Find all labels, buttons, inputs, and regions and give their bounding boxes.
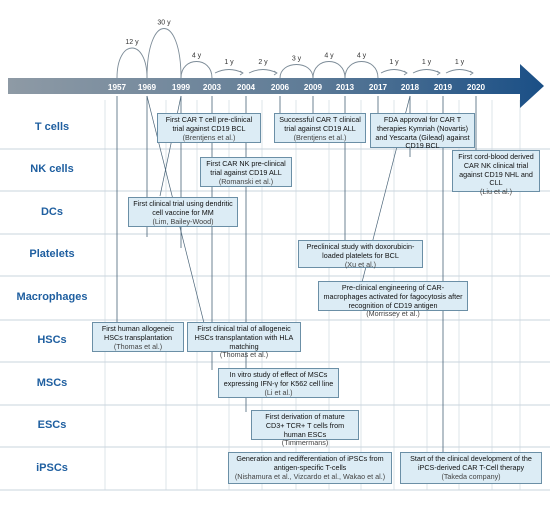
milestone-box: First human allogeneic HSCs transplantat… [92, 322, 184, 352]
milestone-text: First derivation of mature CD3+ TCR+ T c… [265, 412, 345, 439]
milestone-citation: (Liu et al.) [480, 187, 512, 197]
milestone-box: Pre-clinical engineering of CAR-macropha… [318, 281, 468, 318]
interval-label: 2 y [258, 59, 268, 66]
year-label: 2004 [237, 83, 256, 92]
milestone-box: In vitro study of effect of MSCs express… [218, 368, 339, 398]
interval-arc [146, 28, 182, 79]
milestone-citation: (Thomas et al.) [113, 341, 163, 351]
milestone-citation: (Thomas et al.) [219, 350, 269, 360]
interval-label: 4 y [357, 53, 367, 60]
milestone-citation: (Nishamura et al., Vizcardo et al., Waka… [234, 471, 386, 481]
milestone-text: First CAR NK pre-clinical trial against … [206, 159, 286, 177]
interval-arc [248, 69, 278, 74]
row-label: iPSCs [36, 461, 68, 474]
milestone-citation: (Xu et al.) [344, 259, 377, 269]
interval-arrowhead [239, 70, 244, 76]
row-label: T cells [34, 120, 70, 133]
milestone-box: First clinical trial using dendritic cel… [128, 197, 238, 227]
year-label: 2017 [369, 83, 388, 92]
milestone-box: First clinical trial of allogeneic HSCs … [187, 322, 301, 359]
interval-arrowhead [273, 70, 278, 76]
interval-arc [116, 47, 148, 79]
milestone-box: Start of the clinical development of the… [400, 452, 542, 484]
milestone-box: First CAR T cell pre-clinical trial agai… [157, 113, 261, 143]
interval-arrowhead [436, 70, 441, 76]
row-label: MSCs [36, 376, 68, 389]
row-label: Macrophages [16, 291, 88, 303]
row-label: NK cells [30, 163, 74, 175]
milestone-box: First CAR NK pre-clinical trial against … [200, 157, 292, 187]
milestone-text: First clinical trial using dendritic cel… [133, 199, 233, 217]
year-label: 2003 [203, 83, 222, 92]
interval-arc [412, 69, 441, 74]
milestone-citation: (Brentjens et al.) [182, 132, 236, 142]
milestone-text: Pre-clinical engineering of CAR-macropha… [323, 283, 463, 310]
milestone-text: First cord-blood derived CAR NK clinical… [458, 152, 534, 188]
interval-label: 1 y [455, 59, 465, 66]
milestone-box: First cord-blood derived CAR NK clinical… [452, 150, 540, 196]
milestone-text: In vitro study of effect of MSCs express… [223, 370, 334, 388]
year-label: 2019 [434, 83, 453, 92]
year-label: 1969 [138, 83, 157, 92]
year-label: 2006 [271, 83, 290, 92]
interval-label: 1 y [422, 59, 432, 66]
milestone-citation: (Takeda company) [441, 471, 501, 481]
milestone-text: First human allogeneic HSCs transplantat… [101, 324, 175, 342]
interval-label: 4 y [324, 53, 334, 60]
interval-arc [380, 69, 408, 74]
interval-label: 4 y [192, 53, 202, 60]
connector-line [159, 95, 182, 197]
interval-arc [214, 69, 244, 74]
milestone-text: First clinical trial of allogeneic HSCs … [194, 324, 294, 351]
interval-label: 1 y [224, 59, 234, 66]
milestone-text: First CAR T cell pre-clinical trial agai… [165, 115, 253, 133]
interval-label: 30 y [157, 20, 171, 27]
milestone-box: FDA approval for CAR T therapies Kymriah… [370, 113, 475, 151]
year-label: 2009 [304, 83, 323, 92]
milestone-text: Successful CAR T clinical trial against … [279, 115, 361, 133]
milestone-citation: (Lim, Bailey-Wood) [152, 216, 214, 226]
milestone-text: Preclinical study with doxorubicin-loade… [306, 242, 415, 260]
year-label: 2018 [401, 83, 420, 92]
row-label: HSCs [37, 334, 67, 346]
interval-arc [279, 64, 314, 79]
milestone-box: Preclinical study with doxorubicin-loade… [298, 240, 423, 268]
milestone-text: Start of the clinical development of the… [410, 454, 532, 472]
milestone-text: FDA approval for CAR T therapies Kymriah… [375, 115, 470, 151]
year-label: 2020 [467, 83, 486, 92]
interval-arc [312, 61, 346, 79]
row-label: ESCs [37, 419, 67, 431]
interval-label: 12 y [125, 39, 139, 46]
milestone-box: Generation and redifferentiation of iPSC… [228, 452, 392, 484]
interval-label: 3 y [292, 56, 302, 63]
milestone-citation: (Timmermans) [281, 438, 329, 448]
interval-arc [445, 69, 474, 74]
year-label: 1957 [108, 83, 127, 92]
timeline-arrow [8, 64, 544, 108]
interval-arc [180, 61, 213, 79]
milestone-citation: (Li et al.) [264, 387, 293, 397]
milestone-citation: (Romanski et al.) [218, 176, 274, 186]
year-label: 1999 [172, 83, 191, 92]
interval-arc [344, 61, 379, 79]
interval-arrowhead [403, 70, 408, 76]
row-label: DCs [40, 205, 63, 218]
row-label: Platelets [29, 248, 75, 260]
interval-arrowhead [469, 70, 474, 76]
milestone-box: First derivation of mature CD3+ TCR+ T c… [251, 410, 359, 447]
year-label: 2013 [336, 83, 355, 92]
interval-label: 1 y [389, 59, 399, 66]
milestone-box: Successful CAR T clinical trial against … [274, 113, 366, 143]
milestone-citation: (Brentjens et al.) [293, 132, 347, 142]
milestone-text: Generation and redifferentiation of iPSC… [236, 454, 384, 472]
milestone-citation: (Morrissey et al.) [366, 309, 420, 319]
